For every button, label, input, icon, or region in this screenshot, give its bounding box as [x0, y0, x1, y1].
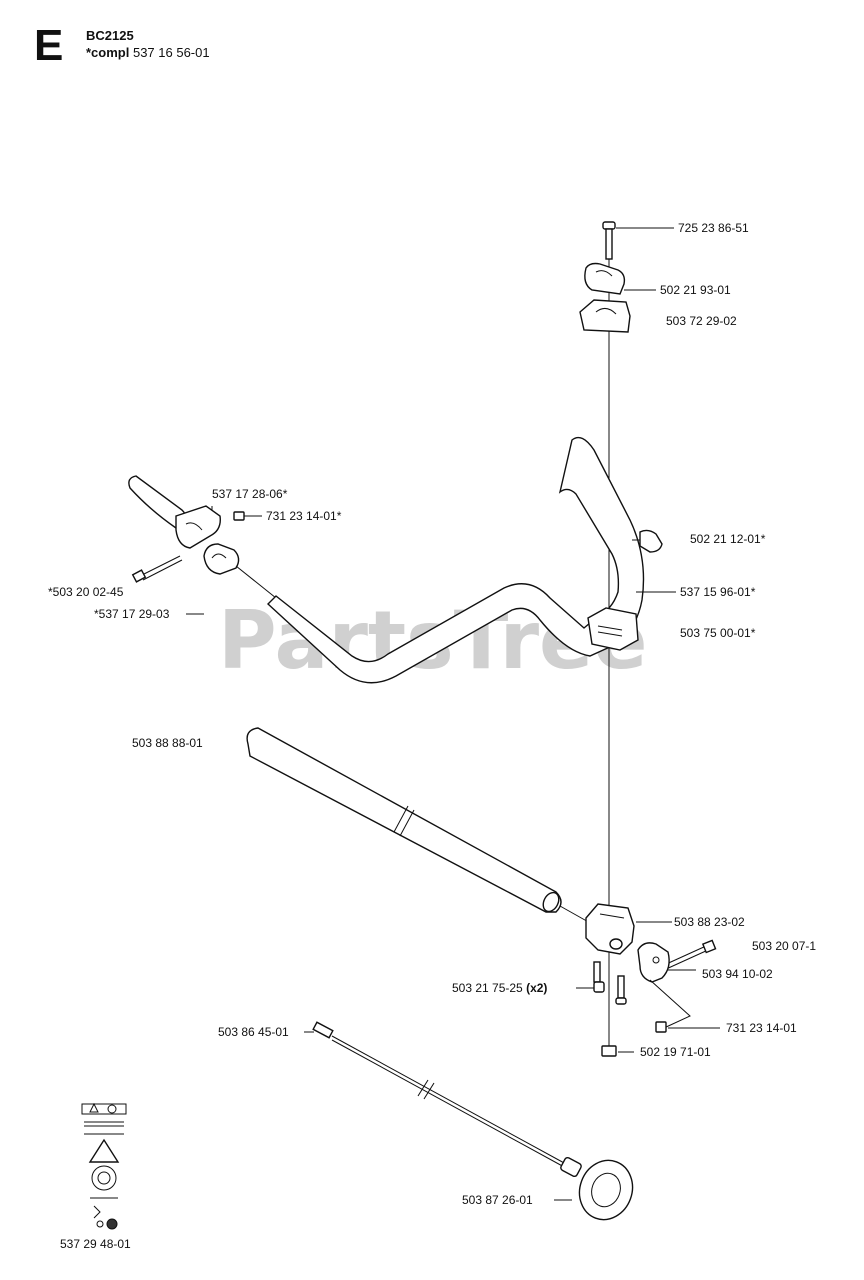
part-label-p12: 503 88 23-02 — [674, 915, 745, 929]
lower-clamp — [585, 903, 635, 955]
p15-number: 503 21 75-25 — [452, 981, 523, 995]
part-label-p10: 503 75 00-01* — [680, 626, 756, 640]
clamp-base — [579, 299, 631, 333]
top-screw — [602, 221, 616, 260]
lower-bolt — [661, 939, 717, 971]
part-label-p5: 731 23 14-01* — [266, 509, 342, 523]
p15-quantity: (x2) — [526, 981, 547, 995]
part-label-p18: 502 19 71-01 — [640, 1045, 711, 1059]
compl-number: 537 16 56-01 — [132, 45, 210, 60]
clamp-top — [584, 262, 626, 295]
part-label-p19: 503 87 26-01 — [462, 1193, 533, 1207]
handle-clamp — [203, 543, 240, 575]
part-label-p20: 537 29 48-01 — [60, 1237, 131, 1251]
bottom-nut — [601, 1045, 617, 1057]
part-label-p15: 503 21 75-25 (x2) — [452, 981, 547, 995]
guide-line-nut — [649, 979, 691, 1029]
left-handle-grip — [128, 475, 221, 549]
part-label-p4: 537 17 28-06* — [212, 487, 288, 501]
part-label-p17: 731 23 14-01 — [726, 1021, 797, 1035]
handle-clamp-block — [587, 607, 639, 651]
handle-bolt — [131, 555, 183, 583]
part-label-p8: 537 15 96-01* — [680, 585, 756, 599]
part-label-p9: *537 17 29-03 — [94, 607, 170, 621]
part-label-p2: 502 21 93-01 — [660, 283, 731, 297]
part-label-p3: 503 72 29-02 — [666, 314, 737, 328]
guide-line-left — [235, 565, 277, 599]
part-label-p7: *503 20 02-45 — [48, 585, 124, 599]
warning-label-sheet — [81, 1102, 127, 1230]
small-screws — [593, 961, 627, 1005]
section-letter: E — [34, 21, 64, 70]
knob-screw — [639, 529, 663, 553]
drive-cable — [312, 1021, 567, 1169]
part-label-p14: 503 94 10-02 — [702, 967, 773, 981]
j-handle-tube — [266, 436, 645, 684]
shaft-tube — [246, 727, 562, 913]
part-label-p11: 503 88 88-01 — [132, 736, 203, 750]
part-label-p1: 725 23 86-51 — [678, 221, 749, 235]
model-number: BC2125 — [86, 28, 134, 43]
handle-nut — [233, 511, 245, 521]
part-label-p16: 503 86 45-01 — [218, 1025, 289, 1039]
clamp-plate — [637, 942, 670, 983]
compl-prefix: *compl — [86, 45, 130, 60]
complete-assembly-number: *compl 537 16 56-01 — [86, 45, 210, 60]
cable-end-knob — [560, 1156, 634, 1221]
part-label-p13: 503 20 07-1 — [752, 939, 816, 953]
lower-nut — [655, 1021, 667, 1033]
part-label-p6: 502 21 12-01* — [690, 532, 766, 546]
